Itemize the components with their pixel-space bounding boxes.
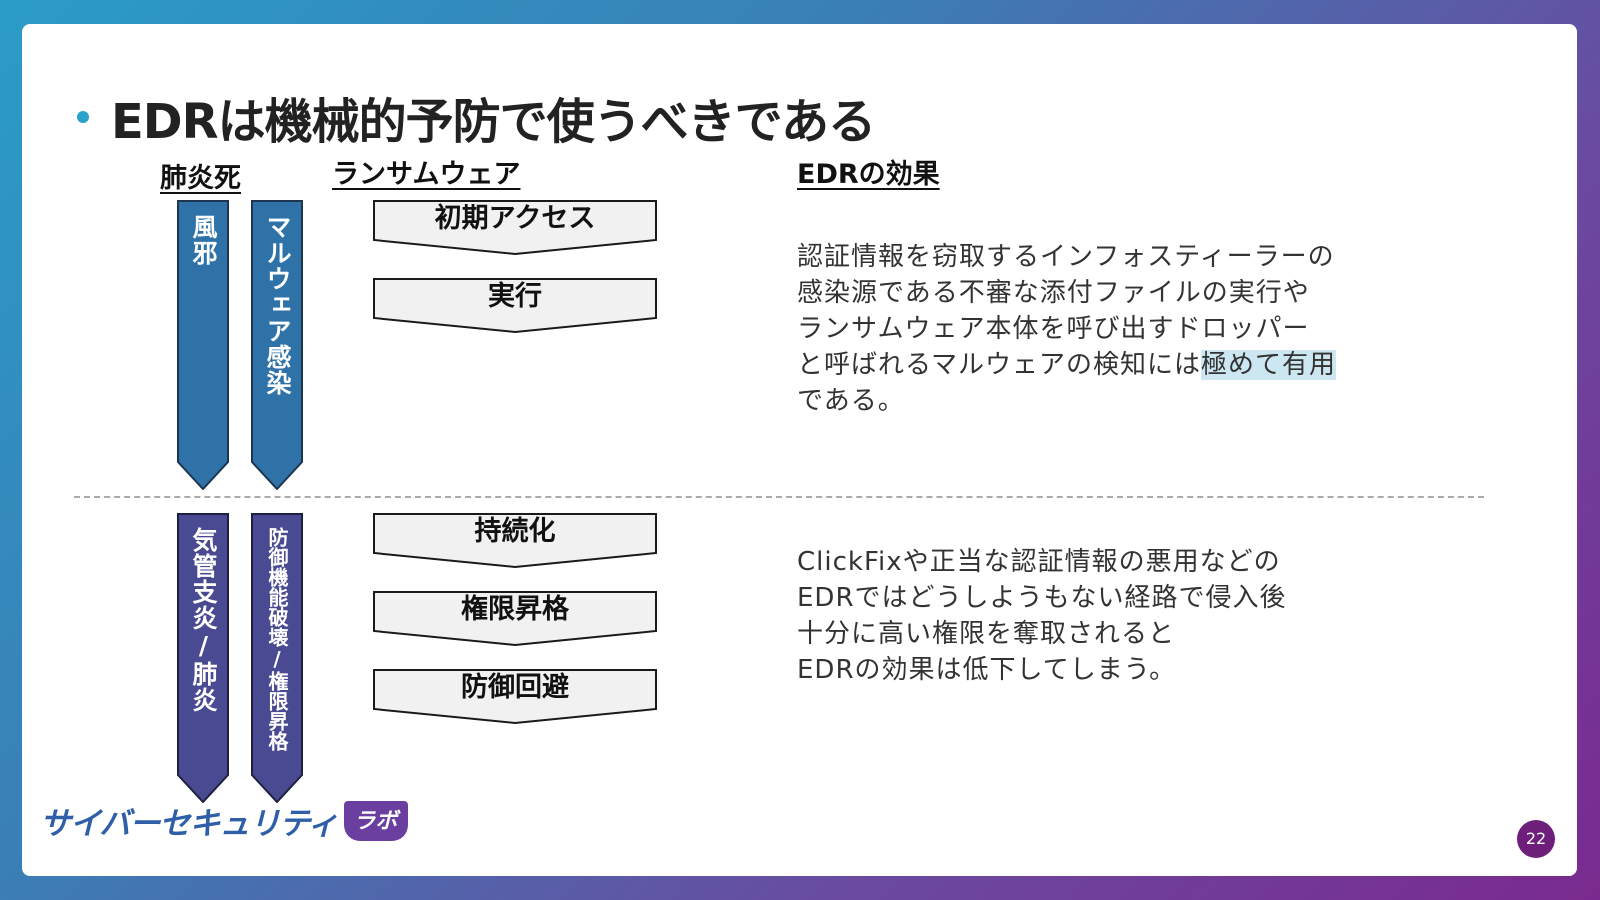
step-label: 権限昇格 bbox=[461, 594, 569, 625]
step-execution: 実行 bbox=[373, 278, 657, 336]
header-ransomware: ランサムウェア bbox=[332, 159, 521, 190]
step-privilege-escalation: 権限昇格 bbox=[373, 591, 657, 649]
step-label: 防御回避 bbox=[461, 672, 569, 703]
step-initial-access: 初期アクセス bbox=[373, 200, 657, 258]
effect-lower: ClickFixや正当な認証情報の悪用などの EDRではどうしようもない経路で侵… bbox=[797, 544, 1287, 688]
title-row: EDRは機械的予防で使うべきである bbox=[77, 82, 876, 152]
label-bronchitis: 気管支炎/肺炎 bbox=[189, 527, 218, 713]
dashed-divider bbox=[74, 496, 1484, 498]
label-cold: 風邪 bbox=[189, 214, 218, 266]
logo-text: サイバーセキュリティ bbox=[40, 806, 339, 842]
bullet-icon bbox=[77, 111, 89, 123]
step-label: 初期アクセス bbox=[434, 203, 596, 234]
arrow-bronchitis: 気管支炎/肺炎 bbox=[177, 513, 229, 803]
effect-upper-line4-prefix: と呼ばれるマルウェアの検知には bbox=[797, 350, 1201, 380]
effect-lower-line: ClickFixや正当な認証情報の悪用などの bbox=[797, 547, 1281, 577]
effect-lower-line: EDRではどうしようもない経路で侵入後 bbox=[797, 583, 1287, 613]
step-defense-evasion: 防御回避 bbox=[373, 669, 657, 727]
logo-badge: ラボ bbox=[343, 800, 408, 841]
slide-title: EDRは機械的予防で使うべきである bbox=[111, 94, 876, 150]
effect-upper-line: である。 bbox=[797, 386, 905, 416]
effect-lower-line: 十分に高い権限を奪取されると bbox=[797, 619, 1176, 649]
arrow-malware-infection: マルウェア感染 bbox=[251, 200, 303, 490]
slide: EDRは機械的予防で使うべきである 肺炎死 ランサムウェア EDRの効果 風邪 … bbox=[22, 24, 1577, 876]
step-persistence: 持続化 bbox=[373, 513, 657, 571]
effect-upper-line: と呼ばれるマルウェアの検知には極めて有用 bbox=[797, 347, 1336, 383]
header-edr-effect: EDRの効果 bbox=[797, 159, 940, 190]
effect-upper-line: ランサムウェア本体を呼び出すドロッパー bbox=[797, 314, 1310, 344]
header-pneumonia: 肺炎死 bbox=[160, 163, 241, 194]
lab-logo: サイバーセキュリティ ラボ bbox=[40, 798, 408, 843]
page-number-badge: 22 bbox=[1517, 820, 1555, 858]
label-defense-break: 防御機能破壊/権限昇格 bbox=[265, 527, 289, 751]
arrow-cold: 風邪 bbox=[177, 200, 229, 490]
step-label: 持続化 bbox=[474, 516, 556, 547]
effect-upper-line: 感染源である不審な添付ファイルの実行や bbox=[797, 278, 1310, 308]
highlighted-phrase: 極めて有用 bbox=[1200, 350, 1336, 380]
step-label: 実行 bbox=[488, 281, 542, 312]
effect-lower-line: EDRの効果は低下してしまう。 bbox=[797, 655, 1177, 685]
effect-upper-line: 認証情報を窃取するインフォスティーラーの bbox=[797, 242, 1335, 272]
effect-upper: 認証情報を窃取するインフォスティーラーの 感染源である不審な添付ファイルの実行や… bbox=[797, 239, 1336, 419]
arrow-defense-break: 防御機能破壊/権限昇格 bbox=[251, 513, 303, 803]
label-malware-infection: マルウェア感染 bbox=[263, 214, 292, 396]
